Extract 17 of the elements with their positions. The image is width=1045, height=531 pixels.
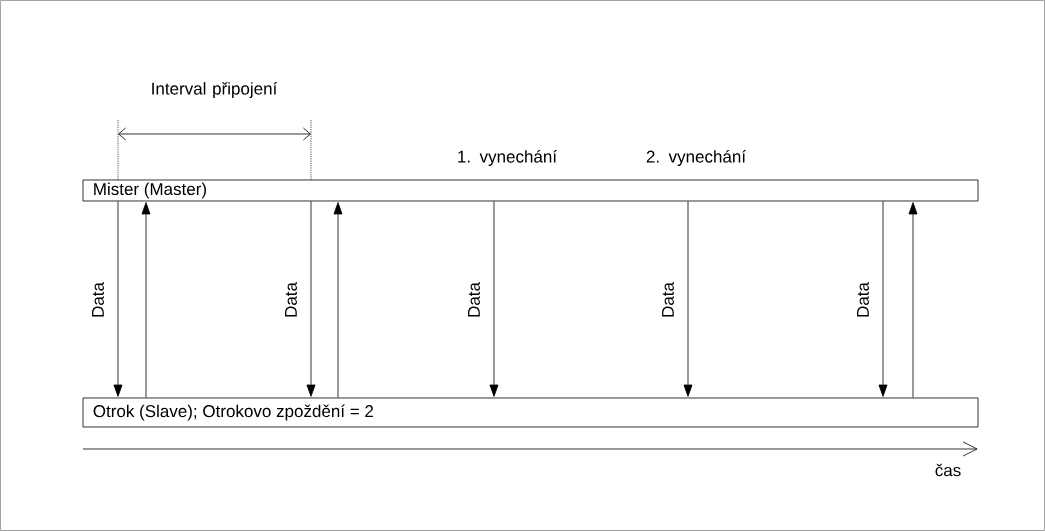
edge-label: Data — [857, 282, 869, 317]
edge-label: Data — [468, 282, 480, 317]
arrow — [141, 202, 151, 398]
arrow — [306, 201, 316, 397]
lane-bar: Otrok (Slave); Otrokovo zpoždění = 2 — [82, 397, 979, 428]
edge-label: Data — [662, 282, 674, 317]
arrow — [878, 201, 888, 397]
edge-label: Data — [285, 282, 297, 317]
arrow — [113, 201, 123, 397]
edge-label: Data — [92, 282, 104, 317]
arrow — [333, 202, 343, 398]
arrow — [683, 201, 693, 397]
label: Interval připojení — [152, 82, 278, 98]
arrow — [489, 201, 499, 397]
lane-bar: Mister (Master) — [82, 179, 979, 202]
label: čas — [935, 463, 961, 477]
arrow — [908, 202, 918, 398]
